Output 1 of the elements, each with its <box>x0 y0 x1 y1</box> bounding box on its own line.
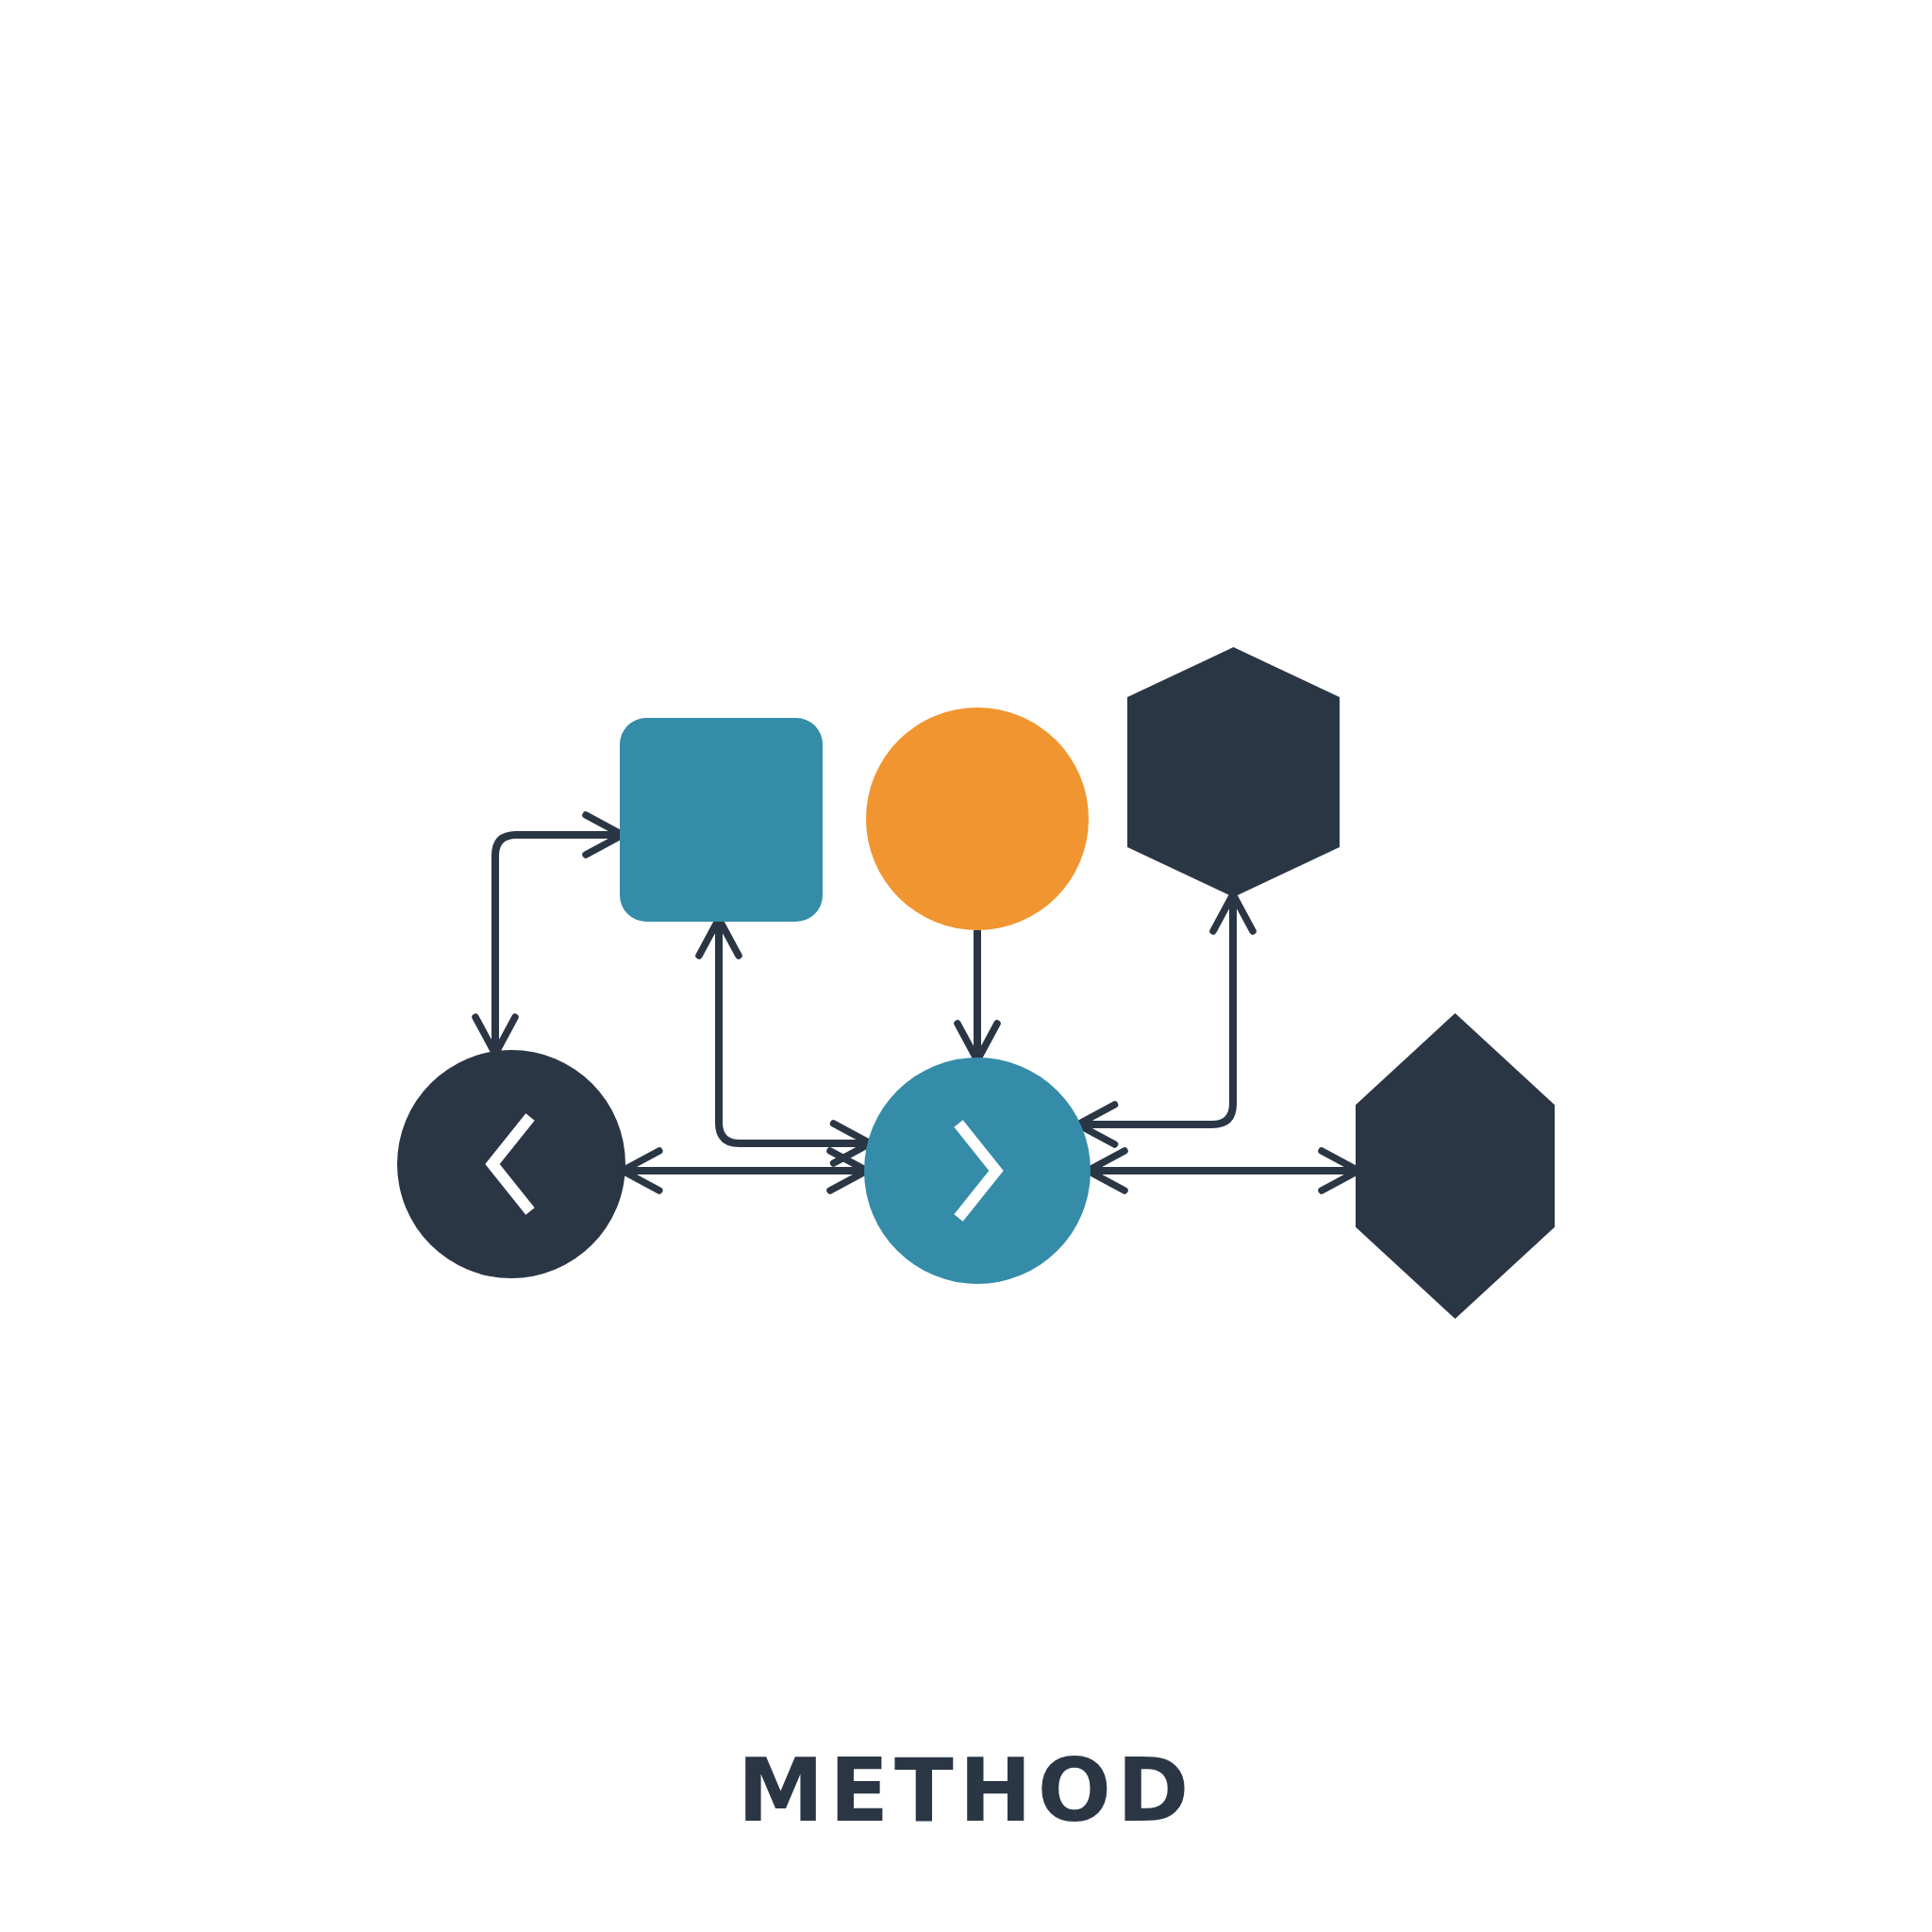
diagram-title: METHOD <box>737 1740 1195 1841</box>
